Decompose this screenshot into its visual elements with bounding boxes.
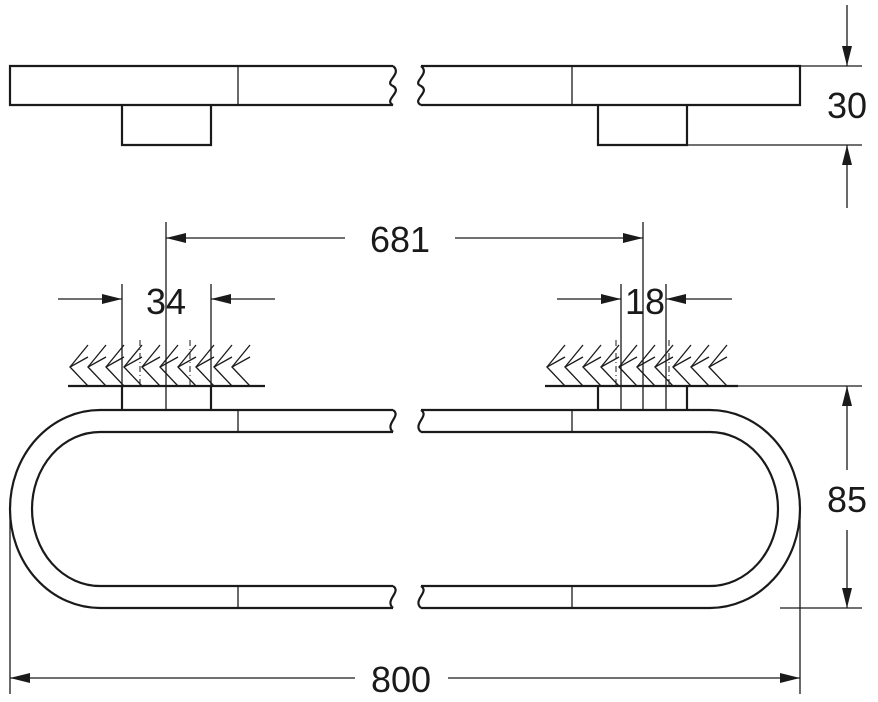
loop-break-top-right	[417, 409, 425, 433]
hatch-chevron	[230, 356, 251, 387]
top-view-bar-left	[8, 64, 393, 107]
dim-681: 681	[165, 219, 644, 410]
dim-85: 85	[780, 386, 867, 609]
loop-break-bottom-left	[389, 585, 397, 609]
hatch-chevron	[707, 356, 728, 387]
hatch-stroke	[177, 344, 197, 368]
hatch-chevron	[212, 356, 233, 387]
dim-30-label: 30	[827, 85, 867, 126]
hatch-stroke	[231, 344, 251, 368]
hatch-chevron	[599, 356, 620, 387]
hatch-stroke	[69, 344, 89, 368]
front-view-mount-right	[596, 386, 689, 410]
dim-18: 18	[557, 281, 732, 410]
dim-800: 800	[9, 510, 801, 700]
top-view-mount-left	[120, 105, 213, 147]
hatch-stroke	[87, 344, 107, 368]
dim-681-label: 681	[370, 219, 430, 260]
hatch-stroke	[654, 344, 674, 368]
hatch-stroke	[690, 344, 710, 368]
wall-hatch-right	[545, 344, 728, 387]
hatch-chevron	[122, 356, 143, 387]
wall-hatch-left	[68, 344, 251, 387]
dim-18-label: 18	[625, 281, 665, 322]
hatch-chevron	[617, 356, 638, 387]
hatch-chevron	[104, 356, 125, 387]
top-view-bar-right	[421, 64, 802, 107]
dim-85-label: 85	[827, 479, 867, 520]
hatch-chevron	[581, 356, 602, 387]
dim-800-label: 800	[371, 659, 431, 700]
hatch-chevron	[140, 356, 161, 387]
loop-break-top-left	[389, 409, 397, 433]
loop-left-inner	[30, 430, 393, 588]
hatch-chevron	[545, 356, 566, 387]
top-view-break-left	[389, 65, 397, 106]
hatch-chevron	[194, 356, 215, 387]
hatch-stroke	[213, 344, 233, 368]
hatch-chevron	[176, 356, 197, 387]
hatch-stroke	[708, 344, 728, 368]
dim-34-label: 34	[146, 281, 186, 322]
hatch-stroke	[618, 344, 638, 368]
dim-34: 34	[58, 281, 275, 410]
loop-right-inner	[421, 430, 780, 588]
hatch-stroke	[582, 344, 602, 368]
front-view-mount-left	[120, 386, 213, 410]
wall-hatching	[68, 340, 862, 388]
hatch-stroke	[141, 344, 161, 368]
hatch-stroke	[672, 344, 692, 368]
hatch-stroke	[564, 344, 584, 368]
hatch-chevron	[68, 356, 89, 387]
hatch-stroke	[546, 344, 566, 368]
hatch-chevron	[689, 356, 710, 387]
hatch-chevron	[86, 356, 107, 387]
hatch-stroke	[159, 344, 179, 368]
front-view	[8, 386, 802, 610]
loop-break-bottom-right	[417, 585, 425, 609]
hatch-stroke	[600, 344, 620, 368]
hatch-stroke	[123, 344, 143, 368]
top-view-break-right	[417, 65, 425, 106]
hatch-stroke	[195, 344, 215, 368]
top-view-mount-right	[596, 105, 689, 147]
hatch-chevron	[635, 356, 656, 387]
hatch-chevron	[563, 356, 584, 387]
hatch-stroke	[636, 344, 656, 368]
hatch-chevron	[653, 356, 674, 387]
top-view: 30	[8, 5, 867, 208]
hatch-chevron	[158, 356, 179, 387]
hatch-chevron	[671, 356, 692, 387]
hatch-stroke	[105, 344, 125, 368]
loop-right-outer	[421, 408, 802, 610]
loop-left-outer	[8, 408, 393, 610]
